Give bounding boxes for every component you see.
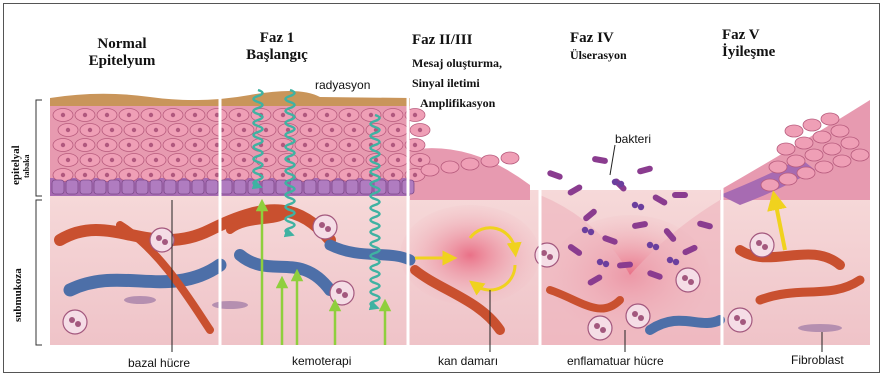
fibroblast-label: Fibroblast [791, 353, 844, 367]
phase-2-3-title: Faz II/III Mesaj oluşturma, Sinyal ileti… [412, 32, 502, 111]
epithelial-layer-label: epitelyal [10, 145, 22, 185]
phase-5-title: Faz V İyileşme [722, 27, 775, 61]
basal-cell-label: bazal hücre [128, 356, 190, 370]
radiation-label: radyasyon [315, 78, 370, 92]
layer-brackets [36, 100, 42, 345]
inflammation-zone [400, 205, 540, 305]
chemotherapy-label: kemoterapi [292, 354, 351, 368]
submucosa-label: submukoza [12, 268, 24, 322]
bacteria-label: bakteri [615, 132, 651, 146]
fibroblast-cell [798, 324, 842, 332]
blood-vessel-label: kan damarı [438, 354, 498, 368]
phase-normal-title: NormalEpitelyum [72, 36, 172, 70]
phase-1-title: Faz 1Başlangıç [232, 30, 322, 64]
inflammatory-cell-label: enflamatuar hücre [567, 354, 664, 368]
epithelial-layer-sublabel: tabaka [22, 154, 31, 178]
phase-4-title: Faz IV Ülserasyon [570, 30, 627, 63]
